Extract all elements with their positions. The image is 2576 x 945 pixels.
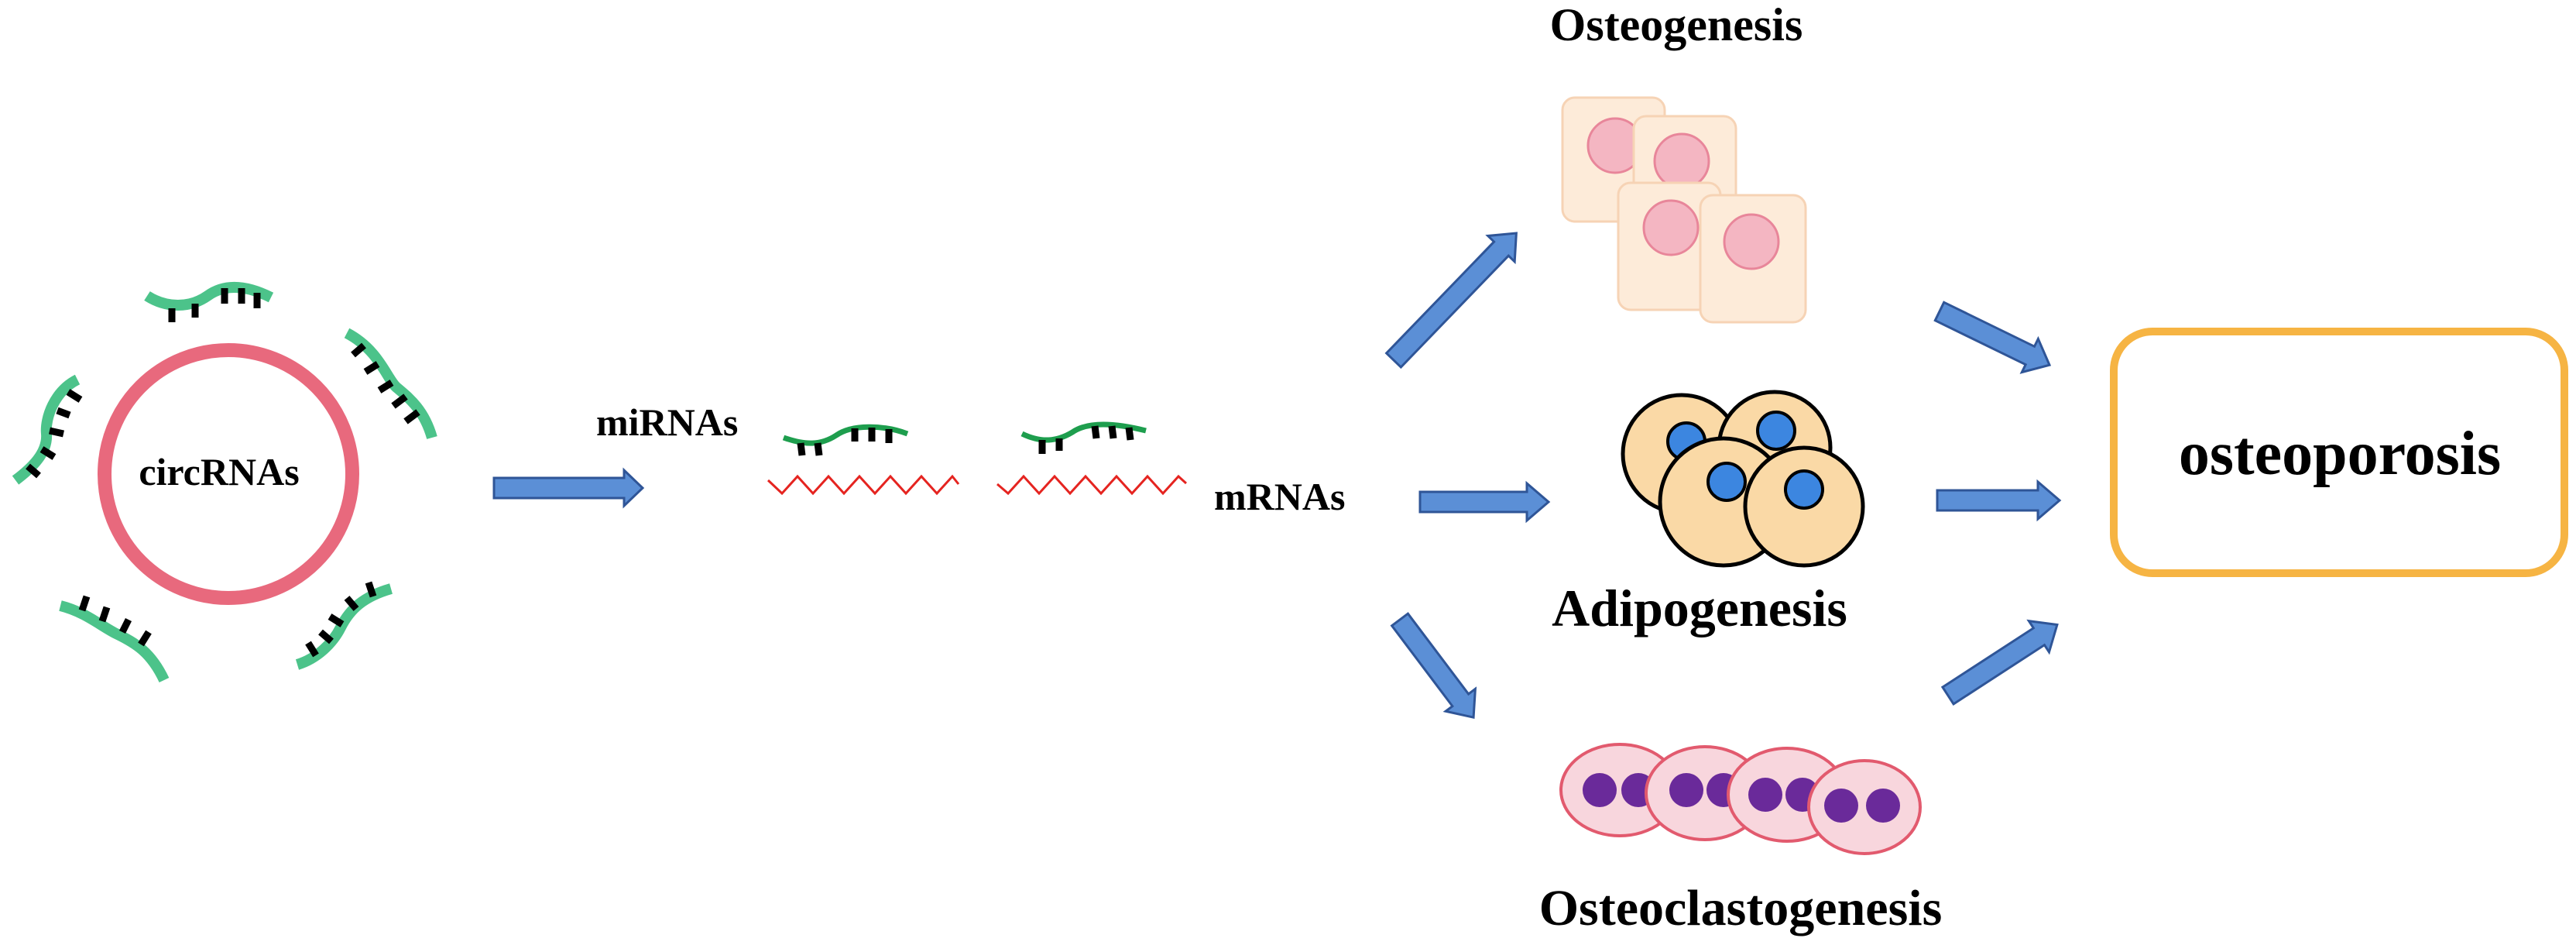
bound-mirna-top-right bbox=[344, 328, 437, 440]
osteoclast-cell bbox=[1559, 743, 1680, 837]
osteoporosis-box: osteoporosis bbox=[2110, 328, 2568, 577]
mirna-strand-2 bbox=[1020, 421, 1147, 454]
circrnas-label: circRNAs bbox=[139, 450, 299, 493]
mirna-mrna-group: miRNAs mRNAs bbox=[596, 400, 1345, 518]
mrnas-label: mRNAs bbox=[1214, 475, 1345, 518]
osteogenesis-label: Osteogenesis bbox=[1550, 0, 1803, 50]
osteoclastogenesis-label: Osteoclastogenesis bbox=[1539, 880, 1943, 936]
arrow-adipogenesis-to-osteoporosis bbox=[1936, 479, 2062, 522]
arrow-osteoclastogenesis-to-osteoporosis bbox=[1940, 619, 2059, 706]
bound-mirna-bottom-right bbox=[295, 581, 393, 670]
circrna-group: circRNAs bbox=[12, 282, 437, 683]
mrna-strand-2 bbox=[996, 474, 1188, 496]
adipogenesis-label: Adipogenesis bbox=[1552, 579, 1847, 637]
adipogenesis-group: Adipogenesis bbox=[1552, 390, 1865, 637]
arrow-circrna-to-mirna bbox=[492, 467, 645, 509]
osteoclast-cell bbox=[1807, 759, 1922, 855]
arrow-to-osteoclastogenesis bbox=[1390, 612, 1477, 720]
mrna-strand-1 bbox=[767, 474, 960, 496]
mirnas-label: miRNAs bbox=[596, 400, 738, 444]
arrow-osteogenesis-to-osteoporosis bbox=[1933, 301, 2052, 374]
mirna-strand-1 bbox=[782, 424, 909, 456]
osteoporosis-label: osteoporosis bbox=[2179, 420, 2501, 488]
osteoclastogenesis-group: Osteoclastogenesis bbox=[1539, 743, 1943, 936]
osteogenesis-group: Osteogenesis bbox=[1550, 0, 1807, 324]
bound-mirna-bottom-left bbox=[59, 595, 170, 683]
osteoblast-cell bbox=[1699, 194, 1807, 324]
arrow-to-osteogenesis bbox=[1384, 232, 1518, 369]
adipocyte-cell bbox=[1743, 445, 1865, 568]
bound-mirna-left bbox=[12, 374, 83, 485]
bound-mirna-top bbox=[144, 282, 274, 322]
arrow-to-adipogenesis bbox=[1418, 480, 1551, 524]
circrna-ring bbox=[98, 343, 359, 605]
